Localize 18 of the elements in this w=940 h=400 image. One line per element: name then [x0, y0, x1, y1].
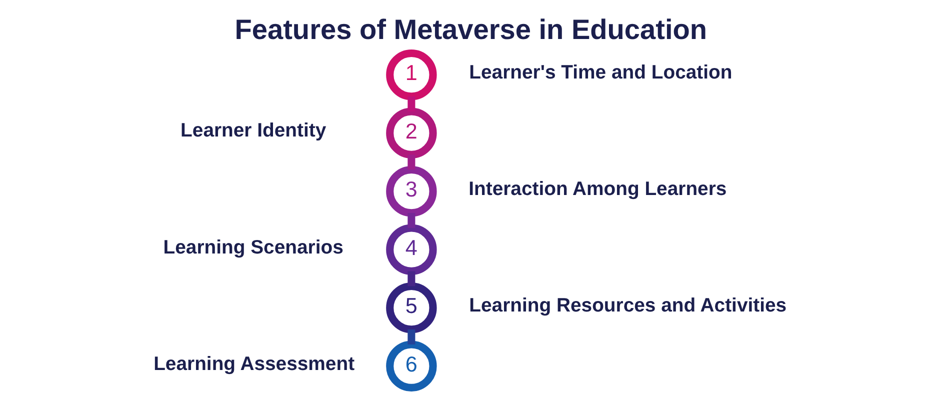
node-label: Learning Resources and Activities [468, 294, 786, 316]
connector [407, 270, 415, 286]
node-circle: 6 [386, 340, 436, 391]
node-label: Interaction Among Learners [468, 178, 726, 200]
node-label: Learning Scenarios [162, 236, 343, 258]
connector [407, 96, 415, 111]
node-circle: 1 [386, 48, 436, 100]
diagram-title: Features of Metaverse in Education [234, 13, 707, 44]
connector [407, 154, 415, 170]
node-label: Learning Assessment [153, 352, 354, 374]
connector [407, 329, 415, 344]
node-label: Learner's Time and Location [468, 60, 732, 83]
node-label: Learner Identity [180, 119, 326, 142]
node-circle: 5 [386, 282, 436, 333]
node-circle: 3 [386, 165, 436, 216]
node-circle: 2 [386, 107, 436, 158]
connector [407, 212, 415, 228]
node-circle: 4 [386, 224, 436, 274]
